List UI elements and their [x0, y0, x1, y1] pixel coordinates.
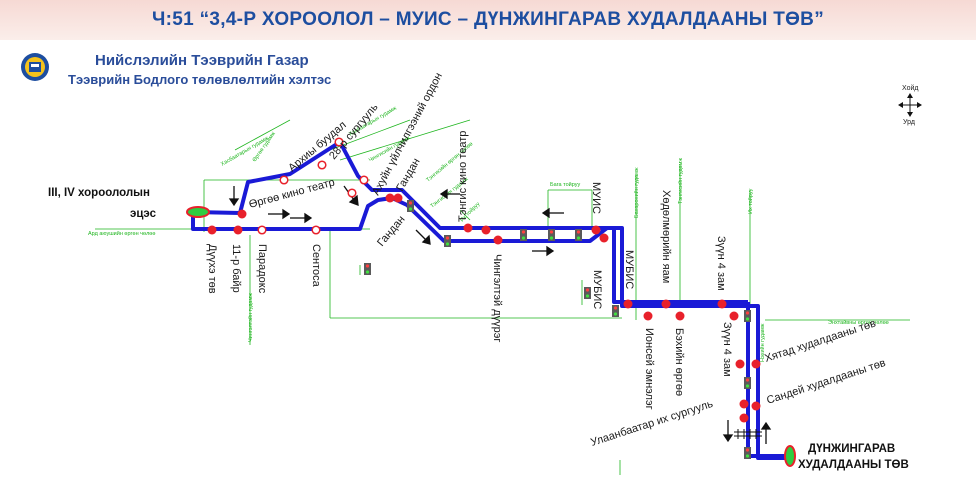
stop-marker: [599, 233, 609, 243]
org-department: Тээврийн Бодлого төлөвлөлтийн хэлтэс: [68, 72, 332, 87]
stop-marker: [385, 193, 395, 203]
traffic-light-icon: [612, 305, 619, 317]
page-title: Ч:51 “3,4-Р ХОРООЛОЛ – МУИС – ДҮНЖИНГАРА…: [151, 9, 824, 30]
org-logo-icon: [21, 53, 49, 81]
stop-label: Өргөө кино театр: [248, 176, 336, 210]
minor-stop-marker: [317, 160, 327, 170]
street-label: Нэхийн гудамж: [759, 323, 766, 362]
stop-label: МУИС: [590, 182, 602, 214]
stop-marker: [751, 401, 761, 411]
minor-stop-marker: [347, 188, 357, 198]
street-label: Энхтайвны өргөн чөлөө: [828, 319, 889, 326]
minor-stop-marker: [359, 175, 369, 185]
traffic-light-icon: [744, 377, 751, 389]
arrow-right-icon: [532, 245, 555, 257]
stop-label: Зүүн 4 зам: [721, 322, 733, 377]
stop-markers: [207, 193, 761, 423]
org-name: Нийслэлийн Тээврийн Газар: [95, 52, 309, 69]
stop-marker: [493, 235, 503, 245]
minor-stop-markers: [257, 137, 369, 235]
stop-label: Хятад худалдааны төв: [763, 318, 877, 365]
minor-stop-marker: [311, 225, 321, 235]
arrow-right-icon: [290, 212, 313, 224]
minor-stop-marker: [334, 137, 344, 147]
arrow-up-icon: [760, 421, 772, 444]
traffic-light-icon: [407, 200, 414, 212]
stop-label: Хөдөлмөрийн яам: [660, 190, 672, 283]
stop-marker: [233, 225, 243, 235]
street-label: Бахаронийн гудамж: [633, 167, 640, 218]
stop-marker: [735, 359, 745, 369]
traffic-light-icon: [548, 229, 555, 241]
stop-marker: [739, 399, 749, 409]
arrow-left-icon: [541, 207, 564, 219]
stop-marker: [207, 225, 217, 235]
compass-south-label: Урд: [903, 119, 915, 126]
minor-stop-marker: [257, 225, 267, 235]
stop-label: 11-р байр: [230, 244, 242, 293]
traffic-light-icon: [584, 287, 591, 299]
direction-arrows: [228, 185, 772, 444]
stop-label: Бэхийн өргөө: [673, 328, 685, 396]
start-terminal: [186, 206, 210, 218]
stop-marker: [591, 225, 601, 235]
stop-marker: [237, 209, 247, 219]
end-terminal: [784, 445, 796, 467]
street-label: Бага тойруу: [550, 181, 580, 188]
compass: Хойд Урд: [898, 84, 922, 126]
stop-label: Тэнгис кино театр: [457, 131, 469, 222]
arrow-down-icon: [228, 186, 240, 207]
traffic-light-icon: [364, 263, 371, 275]
stop-marker: [729, 311, 739, 321]
minor-stop-marker: [279, 175, 289, 185]
start-terminal-label: III, IV хороололын: [48, 187, 150, 199]
street-label: Ард аюушийн өргөн чөлөө: [88, 230, 155, 237]
stop-marker: [463, 223, 473, 233]
traffic-light-icon: [744, 447, 751, 459]
street-label: Их тойруу: [747, 188, 754, 214]
start-terminal-label: эцэс: [130, 208, 157, 220]
logo: [20, 52, 50, 87]
arrow-right-icon: [268, 208, 291, 220]
stop-marker: [717, 299, 727, 309]
compass-north-label: Хойд: [902, 84, 918, 92]
stop-label: Парадокс: [256, 244, 268, 294]
stop-label: Дүүхэ төв: [206, 244, 218, 294]
stop-marker: [393, 193, 403, 203]
stop-labels: Дүүхэ төв 11-р байр Парадокс Сентоса Өрг…: [206, 71, 887, 449]
street-label: Чингэлтэйн гудамж: [247, 293, 254, 342]
traffic-lights: [364, 200, 751, 459]
stop-label: Чингэлтэй дүүрэг: [491, 254, 503, 342]
street-label: Тэнгисийн гудамж: [677, 158, 684, 204]
traffic-light-icon: [744, 310, 751, 322]
railway-crossing-icon: [734, 429, 762, 439]
arrow-down-icon: [722, 420, 734, 443]
stop-marker: [661, 299, 671, 309]
stop-label: Ионсей эмнэлэг: [643, 328, 655, 410]
compass-icon: [898, 93, 922, 117]
end-terminal-label: ДҮНЖИНГАРАВ: [808, 443, 895, 455]
stop-label: Сандей худалдааны төв: [765, 357, 887, 407]
stop-marker: [643, 311, 653, 321]
stop-label: Гандан: [375, 214, 407, 249]
arrow-left-icon: [439, 188, 460, 200]
title-bar: Ч:51 “3,4-Р ХОРООЛОЛ – МУИС – ДҮНЖИНГАРА…: [0, 0, 976, 40]
stop-label: МУБИС: [591, 270, 603, 309]
stop-label: Сентоса: [310, 244, 322, 288]
stop-marker: [751, 359, 761, 369]
stop-label: Зүүн 4 зам: [715, 236, 727, 291]
traffic-light-icon: [575, 229, 582, 241]
traffic-light-icon: [444, 235, 451, 247]
stop-marker: [675, 311, 685, 321]
arrow-down-icon: [415, 229, 431, 245]
stop-marker: [481, 225, 491, 235]
stop-marker: [739, 413, 749, 423]
traffic-light-icon: [520, 229, 527, 241]
end-terminal-label: ХУДАЛДААНЫ ТӨВ: [798, 459, 909, 471]
stop-label: МУБИС: [623, 250, 635, 289]
stop-marker: [623, 299, 633, 309]
